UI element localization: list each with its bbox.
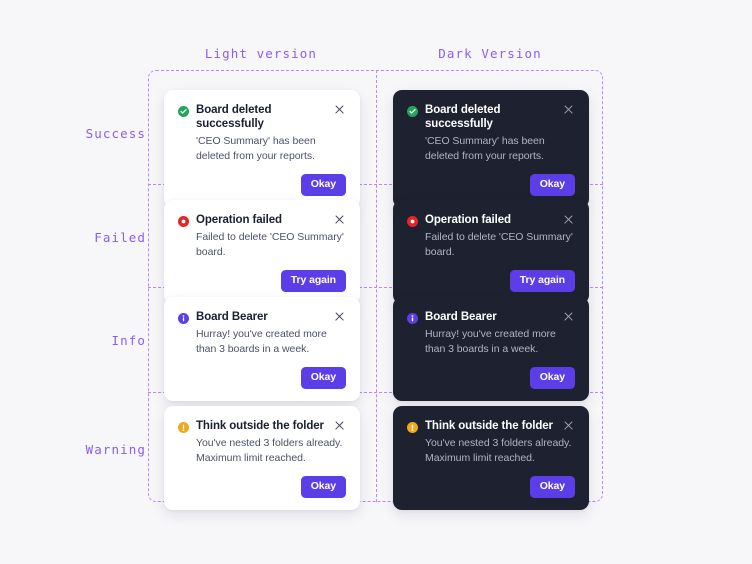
- toast-title: Think outside the folder: [425, 420, 553, 432]
- toast-body: Hurray! you've created more than 3 board…: [196, 328, 327, 355]
- column-header-light: Light version: [204, 46, 318, 61]
- toast-failed-dark: Operation failed Failed to delete 'CEO S…: [393, 200, 589, 304]
- close-icon[interactable]: [333, 103, 346, 116]
- info-circle-icon: [407, 312, 418, 324]
- toast-title: Think outside the folder: [196, 420, 324, 432]
- toast-title: Operation failed: [196, 214, 282, 226]
- row-label-info: Info: [111, 333, 146, 348]
- try-again-button[interactable]: Try again: [509, 270, 575, 292]
- warning-circle-icon: [407, 421, 418, 433]
- toast-header: Operation failed: [178, 213, 346, 227]
- close-icon[interactable]: [562, 419, 575, 432]
- close-icon[interactable]: [333, 419, 346, 432]
- toast-header: Board deleted successfully: [407, 103, 575, 131]
- close-icon[interactable]: [333, 213, 346, 226]
- toast-success-dark: Board deleted successfully 'CEO Summary'…: [393, 90, 589, 208]
- layout-grid: [147, 69, 604, 503]
- toast-header: Think outside the folder: [407, 419, 575, 433]
- toast-title: Board deleted successfully: [196, 104, 272, 130]
- grid-divider-row-1: [147, 184, 604, 185]
- grid-divider-row-3: [147, 392, 604, 393]
- toast-failed-light: Operation failed Failed to delete 'CEO S…: [164, 200, 360, 304]
- grid-divider-vertical: [375, 69, 377, 503]
- grid-divider-row-2: [147, 287, 604, 288]
- toast-header: Board Bearer: [178, 310, 346, 324]
- close-icon[interactable]: [562, 310, 575, 323]
- toast-title: Board deleted successfully: [425, 104, 501, 130]
- close-icon[interactable]: [562, 213, 575, 226]
- toast-body: 'CEO Summary' has been deleted from your…: [425, 135, 545, 162]
- toast-info-dark: Board Bearer Hurray! you've created more…: [393, 297, 589, 401]
- check-circle-icon: [407, 105, 418, 117]
- toast-actions: Okay: [178, 174, 346, 196]
- toast-title: Board Bearer: [196, 311, 268, 323]
- toast-warning-light: Think outside the folder You've nested 3…: [164, 406, 360, 510]
- toast-success-light: Board deleted successfully 'CEO Summary'…: [164, 90, 360, 208]
- okay-button[interactable]: Okay: [300, 367, 346, 389]
- row-label-warning: Warning: [85, 442, 146, 457]
- toast-actions: Okay: [178, 367, 346, 389]
- okay-button[interactable]: Okay: [529, 476, 575, 498]
- toast-body: You've nested 3 folders already. Maximum…: [425, 437, 572, 464]
- toast-actions: Okay: [407, 367, 575, 389]
- toast-actions: Try again: [178, 270, 346, 292]
- toast-body: Failed to delete 'CEO Summary' board.: [196, 231, 344, 258]
- okay-button[interactable]: Okay: [529, 174, 575, 196]
- error-circle-icon: [407, 215, 418, 227]
- toast-header: Board deleted successfully: [178, 103, 346, 131]
- toast-actions: Okay: [407, 174, 575, 196]
- error-circle-icon: [178, 215, 189, 227]
- okay-button[interactable]: Okay: [529, 367, 575, 389]
- okay-button[interactable]: Okay: [300, 476, 346, 498]
- info-circle-icon: [178, 312, 189, 324]
- column-header-dark: Dark Version: [438, 46, 542, 61]
- toast-body: Hurray! you've created more than 3 board…: [425, 328, 556, 355]
- okay-button[interactable]: Okay: [300, 174, 346, 196]
- row-label-success: Success: [85, 126, 146, 141]
- toast-body: 'CEO Summary' has been deleted from your…: [196, 135, 316, 162]
- toast-header: Board Bearer: [407, 310, 575, 324]
- toast-info-light: Board Bearer Hurray! you've created more…: [164, 297, 360, 401]
- try-again-button[interactable]: Try again: [280, 270, 346, 292]
- toast-actions: Try again: [407, 270, 575, 292]
- close-icon[interactable]: [333, 310, 346, 323]
- toast-actions: Okay: [178, 476, 346, 498]
- toast-header: Operation failed: [407, 213, 575, 227]
- toast-warning-dark: Think outside the folder You've nested 3…: [393, 406, 589, 510]
- toast-body: Failed to delete 'CEO Summary' board.: [425, 231, 573, 258]
- check-circle-icon: [178, 105, 189, 117]
- toast-header: Think outside the folder: [178, 419, 346, 433]
- toast-body: You've nested 3 folders already. Maximum…: [196, 437, 343, 464]
- toast-title: Board Bearer: [425, 311, 497, 323]
- close-icon[interactable]: [562, 103, 575, 116]
- toast-title: Operation failed: [425, 214, 511, 226]
- row-label-failed: Failed: [94, 230, 146, 245]
- warning-circle-icon: [178, 421, 189, 433]
- toast-actions: Okay: [407, 476, 575, 498]
